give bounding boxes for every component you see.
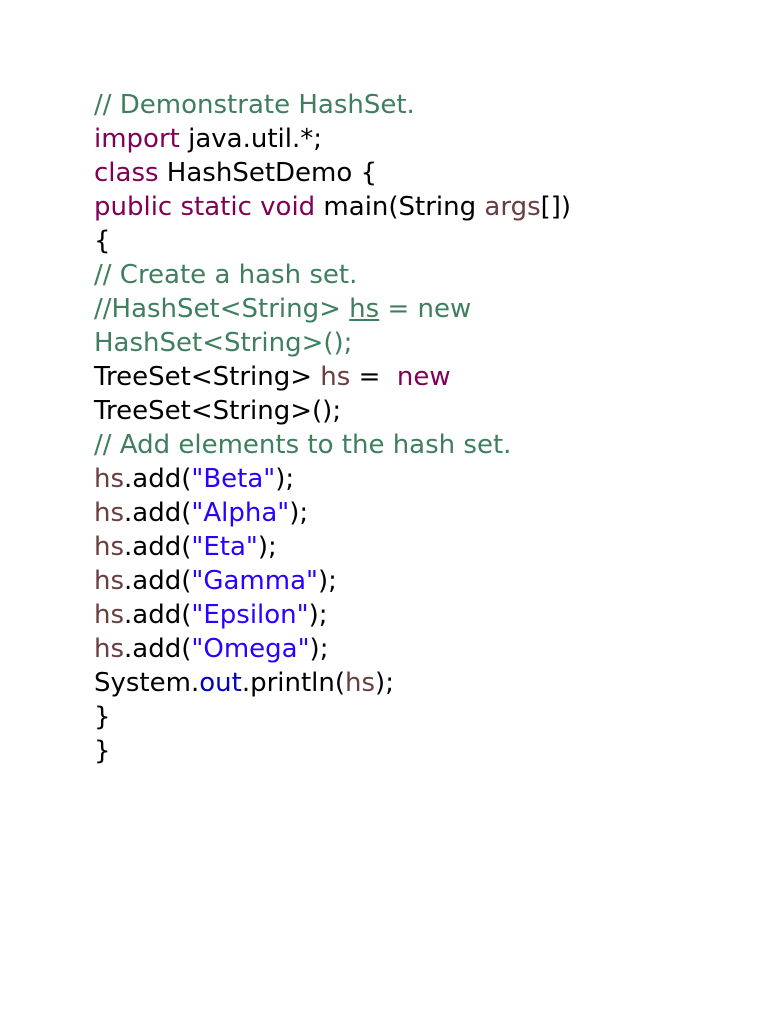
code-token-comment: hs bbox=[349, 294, 380, 324]
code-line: TreeSet<String>(); bbox=[94, 394, 571, 428]
code-token-plain: TreeSet<String>(); bbox=[94, 396, 342, 426]
code-token-plain: []) bbox=[540, 192, 572, 222]
code-line: { bbox=[94, 224, 571, 258]
code-listing: // Demonstrate HashSet.import java.util.… bbox=[94, 88, 571, 768]
code-token-comment: // Demonstrate HashSet. bbox=[94, 90, 415, 120]
code-token-plain: { bbox=[94, 226, 111, 256]
code-token-keyword: new bbox=[396, 362, 451, 392]
code-token-variable: hs bbox=[320, 362, 351, 392]
code-token-variable: hs bbox=[94, 498, 125, 528]
code-token-variable: hs bbox=[345, 668, 376, 698]
code-token-variable: hs bbox=[94, 464, 125, 494]
code-token-variable: hs bbox=[94, 566, 125, 596]
code-line: } bbox=[94, 734, 571, 768]
code-token-comment: HashSet<String>(); bbox=[94, 328, 353, 358]
code-token-plain: System. bbox=[94, 668, 200, 698]
code-token-variable: hs bbox=[94, 634, 125, 664]
code-line: hs.add("Epsilon"); bbox=[94, 598, 571, 632]
code-line: //HashSet<String> hs = new bbox=[94, 292, 571, 326]
code-token-variable: hs bbox=[94, 532, 125, 562]
code-line: HashSet<String>(); bbox=[94, 326, 571, 360]
code-token-plain: TreeSet<String> bbox=[94, 362, 321, 392]
code-line: import java.util.*; bbox=[94, 122, 571, 156]
code-token-string: "Epsilon" bbox=[191, 600, 309, 630]
code-token-string: "Omega" bbox=[191, 634, 310, 664]
code-token-string: "Eta" bbox=[191, 532, 258, 562]
code-line: hs.add("Beta"); bbox=[94, 462, 571, 496]
code-token-plain: ); bbox=[309, 634, 329, 664]
code-line: hs.add("Alpha"); bbox=[94, 496, 571, 530]
code-token-plain: } bbox=[94, 736, 111, 766]
code-line: public static void main(String args[]) bbox=[94, 190, 571, 224]
code-token-keyword: import bbox=[94, 124, 180, 154]
code-token-plain: ); bbox=[308, 600, 328, 630]
code-token-comment: // Add elements to the hash set. bbox=[94, 430, 512, 460]
code-token-plain: .add( bbox=[124, 566, 192, 596]
code-line: System.out.println(hs); bbox=[94, 666, 571, 700]
code-token-string: "Alpha" bbox=[191, 498, 290, 528]
code-line: hs.add("Eta"); bbox=[94, 530, 571, 564]
code-token-variable: args bbox=[484, 192, 541, 222]
code-token-plain: = bbox=[350, 362, 397, 392]
code-token-plain: .println( bbox=[241, 668, 346, 698]
code-line: hs.add("Gamma"); bbox=[94, 564, 571, 598]
code-token-keyword: class bbox=[94, 158, 159, 188]
code-token-comment: //HashSet<String> bbox=[94, 294, 350, 324]
code-token-plain: main(String bbox=[315, 192, 485, 222]
code-token-comment: = new bbox=[379, 294, 472, 324]
code-token-plain: .add( bbox=[124, 498, 192, 528]
code-token-plain: java.util.*; bbox=[179, 124, 323, 154]
code-token-plain: ); bbox=[289, 498, 309, 528]
code-line: // Create a hash set. bbox=[94, 258, 571, 292]
code-line: class HashSetDemo { bbox=[94, 156, 571, 190]
code-token-plain: .add( bbox=[124, 464, 192, 494]
code-token-plain: ); bbox=[375, 668, 394, 698]
code-token-plain: .add( bbox=[124, 532, 192, 562]
code-line: hs.add("Omega"); bbox=[94, 632, 571, 666]
code-token-field: out bbox=[199, 668, 242, 698]
code-token-string: "Beta" bbox=[191, 464, 276, 494]
code-token-plain: .add( bbox=[124, 634, 192, 664]
code-token-comment: // Create a hash set. bbox=[94, 260, 358, 290]
code-token-plain: HashSetDemo { bbox=[158, 158, 378, 188]
code-token-plain: } bbox=[94, 702, 111, 732]
code-token-plain: ); bbox=[257, 532, 277, 562]
code-token-variable: hs bbox=[94, 600, 125, 630]
code-line: // Demonstrate HashSet. bbox=[94, 88, 571, 122]
code-line: } bbox=[94, 700, 571, 734]
code-token-plain: .add( bbox=[124, 600, 192, 630]
code-token-keyword: public static void bbox=[94, 192, 316, 222]
code-token-plain: ); bbox=[317, 566, 337, 596]
code-line: // Add elements to the hash set. bbox=[94, 428, 571, 462]
code-line: TreeSet<String> hs = new bbox=[94, 360, 571, 394]
code-token-plain: ); bbox=[275, 464, 295, 494]
code-token-string: "Gamma" bbox=[191, 566, 318, 596]
